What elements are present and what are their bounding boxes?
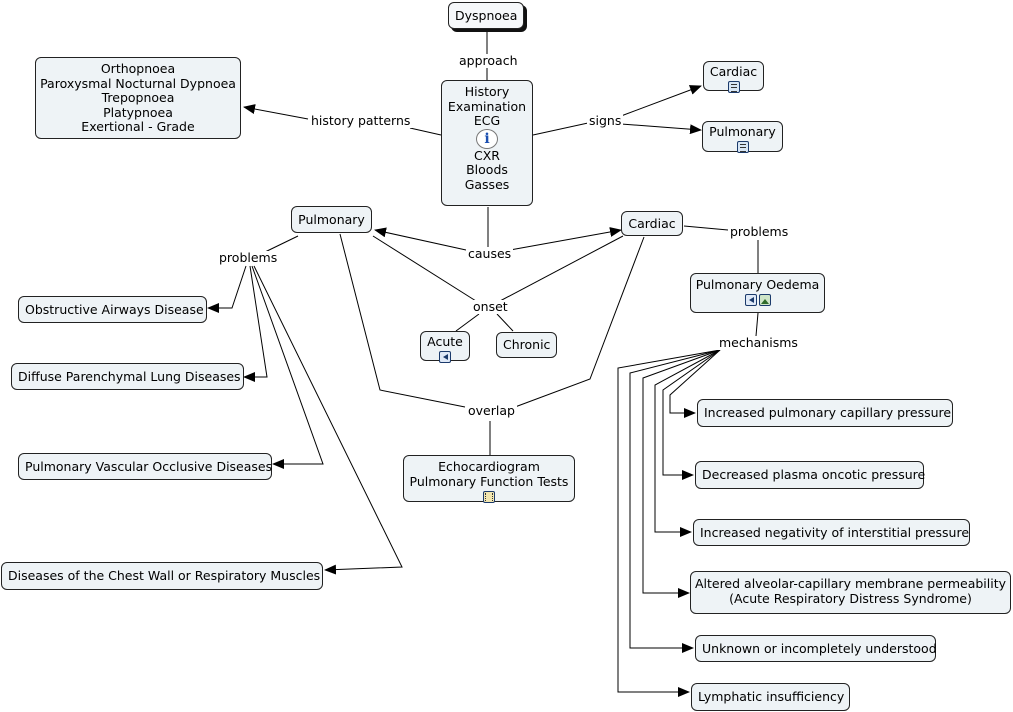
mechanism-lymphatic[interactable]: Lymphatic insufficiency: [691, 683, 850, 711]
history-platypnoea: Platypnoea: [103, 104, 173, 120]
dyspnoea-label: Dyspnoea: [455, 8, 518, 23]
pulmonary-oedema-node[interactable]: Pulmonary Oedema: [690, 273, 825, 313]
tests-node[interactable]: Echocardiogram Pulmonary Function Tests: [403, 455, 575, 503]
dyspnoea-node[interactable]: Dyspnoea: [448, 2, 524, 29]
history-exertional: Exertional - Grade: [81, 119, 195, 134]
cardiac-node[interactable]: Cardiac: [621, 211, 683, 236]
pulmonary-label: Pulmonary: [298, 212, 365, 227]
chronic-node[interactable]: Chronic: [496, 332, 557, 358]
problem-label: Diffuse Parenchymal Lung Diseases: [18, 369, 241, 384]
central-approach-node[interactable]: History Examination ECG i CXR Bloods Gas…: [441, 80, 533, 206]
acute-node[interactable]: Acute: [420, 331, 470, 363]
signs-pulmonary-label: Pulmonary: [709, 124, 776, 139]
mechanism-label: Decreased plasma oncotic pressure: [702, 467, 926, 482]
signs-pulmonary-node[interactable]: Pulmonary: [702, 121, 783, 153]
problem-obstructive-airways[interactable]: Obstructive Airways Disease: [18, 296, 207, 323]
link-causes: causes: [466, 246, 514, 261]
mechanism-oncotic-pressure[interactable]: Decreased plasma oncotic pressure: [695, 461, 926, 489]
mechanism-membrane-permeability[interactable]: Altered alveolar-capillary membrane perm…: [690, 571, 1011, 614]
central-line-gasses: Gasses: [464, 176, 510, 192]
acute-label: Acute: [427, 334, 463, 349]
info-icon[interactable]: i: [476, 128, 498, 149]
audio-icon[interactable]: [744, 294, 757, 306]
tests-pft: Pulmonary Function Tests: [409, 473, 569, 489]
signs-cardiac-node[interactable]: Cardiac: [703, 61, 764, 93]
history-trepopnoea: Trepopnoea: [101, 90, 175, 105]
problem-label: Diseases of the Chest Wall or Respirator…: [8, 568, 321, 583]
document-icon[interactable]: [727, 81, 740, 93]
problem-label: Pulmonary Vascular Occlusive Diseases: [25, 459, 273, 474]
link-signs: signs: [587, 113, 624, 128]
pulmonary-node[interactable]: Pulmonary: [291, 206, 372, 233]
problem-chest-wall[interactable]: Diseases of the Chest Wall or Respirator…: [1, 562, 323, 590]
image-icon[interactable]: [758, 294, 771, 306]
cardiac-label: Cardiac: [628, 216, 676, 231]
link-onset: onset: [471, 299, 510, 314]
audio-icon[interactable]: [439, 351, 451, 363]
document-icon[interactable]: [736, 141, 749, 153]
video-icon[interactable]: [483, 490, 495, 503]
tests-echocardiogram: Echocardiogram: [438, 459, 540, 474]
problem-diffuse-parenchymal[interactable]: Diffuse Parenchymal Lung Diseases: [11, 363, 244, 390]
chronic-label: Chronic: [503, 337, 551, 352]
central-line-history: History: [464, 84, 510, 99]
link-approach: approach: [457, 53, 520, 68]
mechanism-label: Increased pulmonary capillary pressure: [704, 405, 952, 420]
central-line-bloods: Bloods: [466, 162, 508, 177]
mechanism-label: Altered alveolar-capillary membrane perm…: [694, 576, 1007, 591]
mechanism-capillary-pressure[interactable]: Increased pulmonary capillary pressure: [697, 399, 953, 427]
mechanism-unknown[interactable]: Unknown or incompletely understood: [695, 635, 937, 662]
pulmonary-oedema-label: Pulmonary Oedema: [695, 277, 820, 292]
history-patterns-node[interactable]: Orthopnoea Paroxysmal Nocturnal Dypnoea …: [35, 57, 241, 139]
mechanism-interstitial-pressure[interactable]: Increased negativity of interstitial pre…: [693, 519, 970, 546]
link-overlap: overlap: [466, 403, 517, 418]
link-mechanisms: mechanisms: [717, 335, 800, 350]
mechanism-label: Lymphatic insufficiency: [698, 689, 845, 704]
link-problems-pulmonary: problems: [217, 250, 280, 265]
problem-vascular-occlusive[interactable]: Pulmonary Vascular Occlusive Diseases: [18, 453, 272, 480]
history-pnd: Paroxysmal Nocturnal Dypnoea: [40, 75, 236, 91]
history-orthopnoea: Orthopnoea: [100, 61, 176, 76]
mechanism-sublabel: (Acute Respiratory Distress Syndrome): [729, 590, 972, 606]
signs-cardiac-label: Cardiac: [709, 64, 758, 79]
mechanism-label: Unknown or incompletely understood: [702, 641, 937, 656]
central-line-cxr: CXR: [474, 147, 500, 163]
link-problems-cardiac: problems: [728, 224, 791, 239]
link-history-patterns: history patterns: [309, 113, 413, 128]
problem-label: Obstructive Airways Disease: [25, 302, 204, 317]
central-line-examination: Examination: [447, 98, 527, 114]
central-line-ecg: ECG: [473, 113, 501, 128]
mechanism-label: Increased negativity of interstitial pre…: [700, 525, 970, 540]
